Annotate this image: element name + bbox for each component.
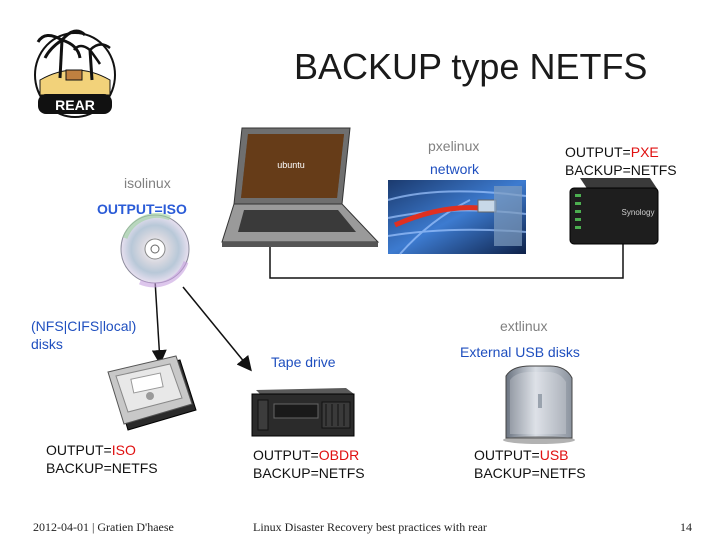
tape-output-config: OUTPUT=OBDR: [253, 446, 359, 464]
usb-output-config: OUTPUT=USB: [474, 446, 569, 464]
network-line: [269, 232, 624, 279]
disk-label-line1: (NFS|CIFS|local): [31, 318, 137, 334]
laptop-image: [221, 127, 380, 247]
iso-media-label: OUTPUT=ISO: [97, 201, 187, 217]
tape-output-value: OBDR: [318, 447, 360, 463]
cd-to-disk-arrow: [151, 279, 167, 365]
usb-output-value: USB: [539, 447, 569, 463]
usb-media-label: External USB disks: [460, 344, 580, 360]
cd-disc-image: [120, 212, 190, 288]
usb-backup-config: BACKUP=NETFS: [474, 465, 586, 481]
cd-to-tape-arrow: [182, 286, 252, 372]
disk-backup-config: BACKUP=NETFS: [46, 460, 158, 476]
footer-author-date: 2012-04-01 | Gratien D'haese: [33, 520, 174, 534]
rear-logo: [34, 29, 116, 118]
usb-disk-image: [503, 365, 575, 444]
page-number: 14: [680, 520, 692, 534]
tape-output-prefix: OUTPUT=: [253, 447, 319, 463]
pxe-output-prefix: OUTPUT=: [565, 144, 631, 160]
footer-title: Linux Disaster Recovery best practices w…: [253, 520, 487, 534]
usb-boot-label: extlinux: [500, 318, 548, 334]
disk-output-prefix: OUTPUT=: [46, 442, 112, 458]
rear-logo-text: REAR: [55, 97, 95, 113]
tape-backup-config: BACKUP=NETFS: [253, 465, 365, 481]
pxe-media-label: network: [430, 161, 480, 177]
laptop-screen-text: ubuntu: [277, 160, 305, 170]
pxe-output-config: OUTPUT=PXE: [565, 143, 659, 161]
nas-device-image: [569, 178, 659, 245]
pxe-backup-config: BACKUP=NETFS: [565, 162, 677, 178]
slide-title: BACKUP type NETFS: [294, 46, 648, 87]
disk-output-config: OUTPUT=ISO: [46, 441, 136, 459]
tape-label: Tape drive: [271, 354, 336, 370]
network-cable-image: [387, 180, 527, 255]
nas-brand-text: Synology: [622, 208, 655, 217]
tape-drive-image: [251, 388, 355, 437]
usb-output-prefix: OUTPUT=: [474, 447, 540, 463]
disk-output-value: ISO: [111, 442, 136, 458]
pxe-output-value: PXE: [630, 144, 659, 160]
hard-disk-image: [107, 355, 197, 431]
disk-label-line2: disks: [31, 336, 63, 352]
pxe-boot-label: pxelinux: [428, 138, 480, 154]
iso-boot-label: isolinux: [124, 175, 171, 191]
